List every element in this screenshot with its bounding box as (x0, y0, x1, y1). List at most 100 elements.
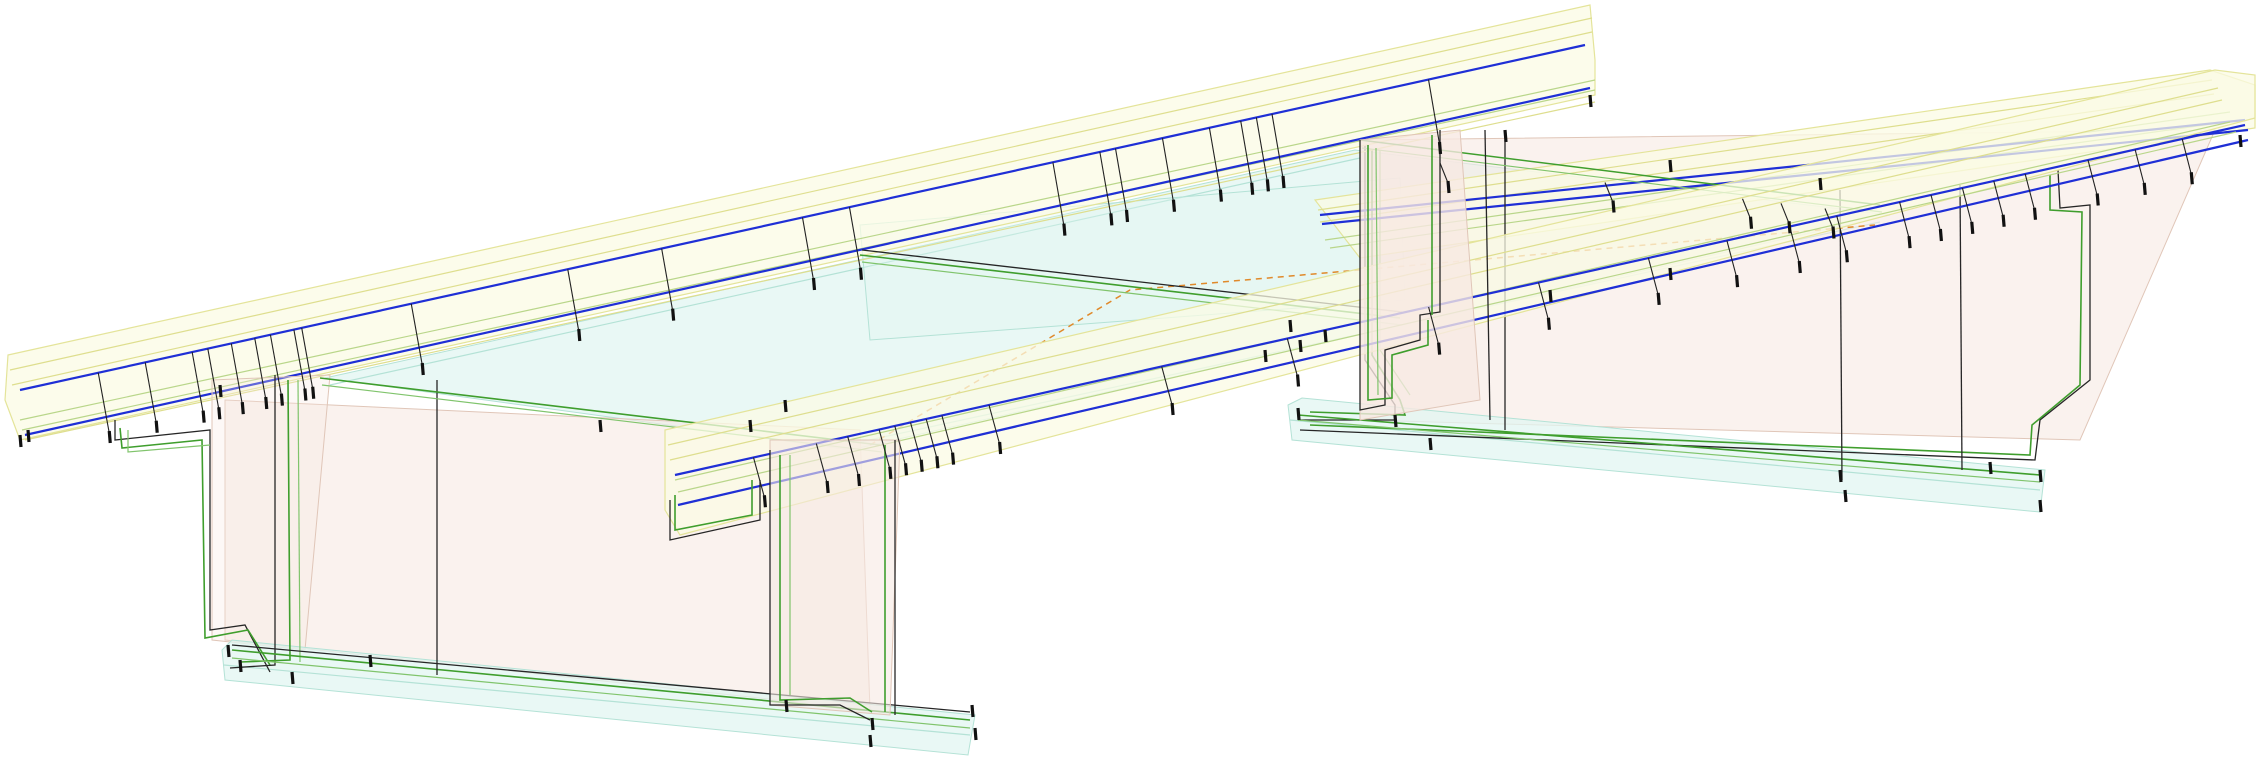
hanger-line (1780, 203, 1790, 224)
hanger-line (1052, 162, 1065, 226)
hanger-line (941, 415, 954, 455)
anchor-tick (1218, 189, 1223, 202)
anchor-tick (2095, 193, 2100, 206)
anchor-tick (811, 277, 817, 291)
anchor-tick (1588, 94, 1593, 108)
hanger-line (847, 436, 860, 477)
hanger-line (1099, 151, 1112, 216)
anchor-tick (264, 396, 269, 410)
hanger-line (230, 343, 243, 405)
anchor-tick (1838, 469, 1843, 483)
hanger-line (2181, 138, 2192, 175)
anchor-tick (1656, 292, 1661, 306)
hanger-line (925, 418, 938, 459)
anchor-tick (1109, 213, 1114, 226)
hanger-line (2087, 159, 2098, 196)
anchor-tick (998, 441, 1003, 455)
anchor-tick (1437, 342, 1442, 355)
tendon-anchors (97, 79, 2192, 498)
anchor-tick (1831, 226, 1836, 239)
hanger-line (1286, 338, 1299, 377)
anchor-tick (2238, 134, 2243, 148)
hanger-line (661, 248, 674, 311)
hanger-line (1993, 180, 2004, 217)
anchor-tick (762, 495, 767, 508)
anchor-tick (748, 419, 753, 433)
anchor-tick (420, 362, 425, 376)
hanger-line (97, 372, 110, 434)
anchor-tick (1734, 275, 1740, 288)
anchor-tick (1907, 235, 1912, 249)
anchor-tick (290, 671, 295, 685)
anchor-ticks (18, 94, 2243, 748)
hanger-line (1271, 113, 1284, 179)
hanger-line (894, 425, 907, 466)
anchor-tick (1818, 177, 1823, 191)
hanger-line (752, 457, 765, 498)
anchor-tick (1668, 267, 1673, 281)
hanger-line (1824, 208, 1834, 229)
hanger-line (567, 269, 580, 332)
anchor-tick (1298, 339, 1303, 353)
anchor-tick (1263, 349, 1268, 363)
anchor-tick (217, 407, 222, 420)
anchor-tick (1844, 250, 1849, 263)
anchor-tick (671, 308, 676, 321)
anchor-tick (1296, 407, 1301, 421)
anchor-tick (2001, 214, 2006, 227)
anchor-tick (1611, 200, 1616, 213)
hanger-line (2134, 149, 2145, 185)
anchor-tick (1546, 317, 1551, 330)
hanger-line (1647, 257, 1659, 296)
hanger-line (1240, 120, 1253, 185)
anchor-tick (1787, 221, 1792, 234)
anchor-tick (240, 401, 245, 415)
anchor-tick (1171, 199, 1177, 212)
anchor-tick (1250, 182, 1255, 195)
anchor-tick (1170, 402, 1175, 416)
anchor-tick (903, 463, 909, 476)
anchor-tick (784, 699, 789, 713)
anchor-tick (1797, 260, 1802, 274)
anchor-tick (1988, 461, 1993, 475)
hanger-line (1161, 138, 1174, 202)
anchor-tick (2189, 172, 2194, 185)
hanger-line (1427, 79, 1441, 145)
hanger-line (254, 338, 267, 400)
anchor-tick (368, 654, 373, 668)
anchor-tick (950, 452, 956, 465)
anchor-tick (26, 429, 31, 443)
anchor-tick (1970, 221, 1975, 235)
anchor-tick (1393, 414, 1398, 428)
anchor-tick (303, 388, 308, 401)
anchor-tick (1938, 228, 1943, 242)
hanger-line (1161, 366, 1173, 406)
anchor-tick (18, 434, 23, 448)
anchor-tick (311, 386, 316, 399)
anchor-tick (970, 704, 975, 718)
anchor-tick (1668, 159, 1673, 173)
anchor-tick (238, 659, 243, 673)
hanger-line (988, 404, 1001, 445)
hanger-line (191, 351, 204, 413)
hanger-line (848, 207, 861, 270)
anchor-tick (888, 466, 893, 479)
anchor-tick (856, 473, 862, 487)
anchor-tick (825, 480, 830, 494)
anchor-tick (2038, 469, 2043, 483)
hanger-line (293, 329, 306, 391)
anchor-tick (1428, 437, 1433, 451)
anchor-tick (868, 734, 873, 748)
front-girder (664, 69, 2256, 721)
hanger-line (1604, 182, 1614, 203)
anchor-tick (218, 384, 223, 398)
hanger-line (1726, 240, 1738, 278)
hanger-line (1428, 306, 1440, 345)
hanger-line (1741, 198, 1752, 219)
anchor-tick (2038, 499, 2043, 513)
anchor-tick (1323, 329, 1328, 343)
hanger-line (1930, 194, 1941, 232)
anchor-tick (973, 727, 978, 741)
